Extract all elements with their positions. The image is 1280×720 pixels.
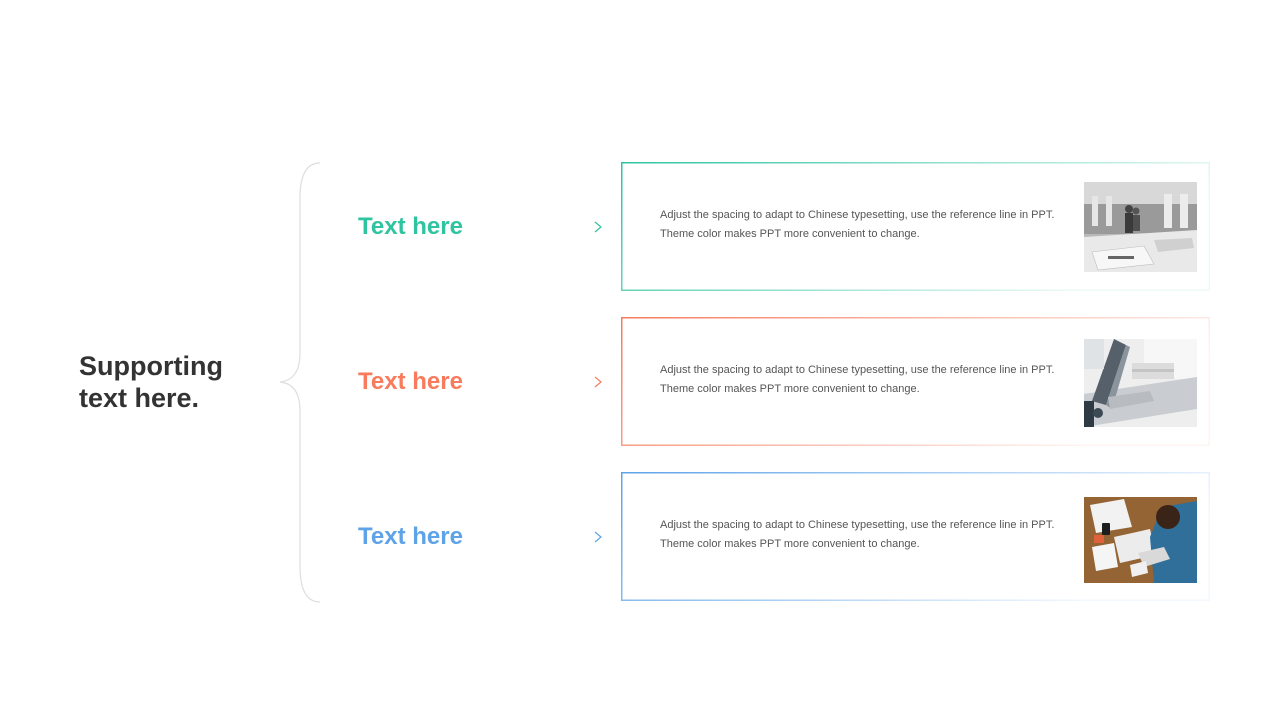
row-1-description-line2: Theme color makes PPT more convenient to… bbox=[660, 228, 920, 240]
supporting-text-line1: Supporting bbox=[79, 351, 223, 381]
row-1-description-line1: Adjust the spacing to adapt to Chinese t… bbox=[660, 209, 1055, 221]
office-meeting-photo bbox=[1084, 182, 1197, 272]
row-1-arrow-icon bbox=[495, 221, 602, 233]
row-2-arrow-icon bbox=[495, 376, 602, 388]
row-2-description: Adjust the spacing to adapt to Chinese t… bbox=[660, 361, 1070, 399]
supporting-text: Supporting text here. bbox=[79, 350, 269, 414]
working-with-papers-photo bbox=[1084, 497, 1197, 583]
laptop-desk-photo bbox=[1084, 339, 1197, 427]
row-3-arrow-icon bbox=[495, 531, 602, 543]
supporting-text-line2: text here. bbox=[79, 383, 200, 413]
row-2-card: Adjust the spacing to adapt to Chinese t… bbox=[621, 317, 1210, 446]
row-3-card: Adjust the spacing to adapt to Chinese t… bbox=[621, 472, 1210, 601]
row-3-description: Adjust the spacing to adapt to Chinese t… bbox=[660, 516, 1070, 554]
row-3-label: Text here bbox=[358, 523, 463, 550]
row-1-description: Adjust the spacing to adapt to Chinese t… bbox=[660, 206, 1070, 244]
row-1-label: Text here bbox=[358, 213, 463, 240]
row-2-description-line1: Adjust the spacing to adapt to Chinese t… bbox=[660, 364, 1055, 376]
row-2-description-line2: Theme color makes PPT more convenient to… bbox=[660, 383, 920, 395]
row-3-description-line2: Theme color makes PPT more convenient to… bbox=[660, 538, 920, 550]
row-1-card: Adjust the spacing to adapt to Chinese t… bbox=[621, 162, 1210, 291]
row-2-label: Text here bbox=[358, 368, 463, 395]
row-3-description-line1: Adjust the spacing to adapt to Chinese t… bbox=[660, 519, 1055, 531]
curly-brace-divider bbox=[279, 162, 321, 603]
